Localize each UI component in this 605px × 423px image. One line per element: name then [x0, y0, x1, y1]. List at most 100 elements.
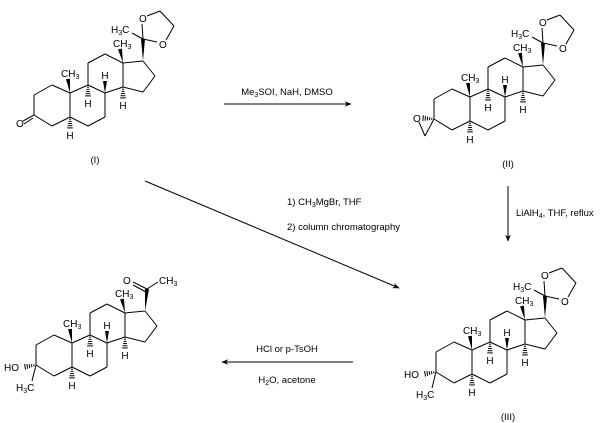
- h9-hash: [485, 90, 491, 101]
- h9-hash: [87, 336, 93, 347]
- ring-bond: [544, 332, 558, 350]
- c21-methyl-label: H3C: [511, 29, 529, 41]
- c13-methyl-wedge: [518, 52, 523, 67]
- h14-label: H: [121, 351, 128, 362]
- acetyl-co-bond: [132, 281, 148, 290]
- h14-hash: [120, 88, 126, 99]
- ketal-bond: [541, 27, 544, 44]
- hydroxyl-label: HO: [4, 363, 19, 374]
- carbonyl-bond: [22, 114, 35, 122]
- c21-methyl-label: H3C: [111, 25, 129, 37]
- oh-hash: [24, 363, 35, 370]
- c10-methyl-label: CH3: [461, 73, 479, 85]
- conditions-I-to-II: Me3SOI, NaH, DMSO: [241, 87, 333, 99]
- ring-bond: [524, 343, 546, 350]
- conditions-I-to-III-step2: 2) column chromatography: [287, 222, 400, 233]
- c10-methyl-label: CH3: [63, 319, 81, 331]
- ring-bond: [124, 336, 146, 343]
- ring-bond: [504, 90, 524, 98]
- ring-bond: [106, 336, 126, 344]
- c13-methyl-label: CH3: [515, 296, 533, 308]
- ketal-bond: [542, 42, 558, 47]
- arrow-I-to-III: [144, 180, 400, 289]
- c17-acetyl-wedge: [145, 288, 149, 311]
- dioxolane-bond: [546, 14, 561, 21]
- ring-bond: [435, 371, 455, 384]
- c13-methyl-wedge: [120, 298, 125, 313]
- ring-bond: [435, 341, 455, 353]
- ring-bond: [53, 366, 73, 377]
- ring-bond: [471, 341, 491, 351]
- ring-bond: [453, 373, 473, 384]
- ring-bond: [124, 310, 146, 314]
- c13-methyl-wedge: [118, 48, 123, 63]
- ring-bond: [122, 86, 144, 93]
- hash-stroke: [428, 371, 431, 376]
- ring-bond: [122, 60, 144, 64]
- ketone-o-label: O: [16, 119, 24, 130]
- h8-label: H: [501, 75, 508, 86]
- acetyl-methyl-bond: [146, 281, 159, 290]
- hash-stroke: [424, 370, 427, 377]
- ring-bond: [104, 86, 124, 94]
- h5-hash: [69, 368, 75, 379]
- c10-methyl-wedge: [66, 78, 70, 93]
- h14-hash: [520, 92, 526, 103]
- dioxolane-bond: [565, 29, 575, 45]
- c13-methyl-label: CH3: [115, 289, 133, 301]
- c21-methyl-bond: [533, 289, 546, 297]
- h5-hash: [467, 122, 473, 133]
- ring-bond: [504, 57, 524, 68]
- dioxolane-bond: [159, 10, 175, 27]
- c10-methyl-wedge: [468, 335, 472, 350]
- compound-label-I: (I): [91, 155, 100, 166]
- h5-label: H: [468, 388, 475, 399]
- ketal-bond: [544, 295, 560, 300]
- c10-methyl-wedge: [466, 82, 470, 97]
- ring-bond: [71, 366, 91, 377]
- ring-bond: [451, 88, 471, 98]
- ketal-bond: [141, 23, 144, 40]
- c13-methyl-label: CH3: [113, 39, 131, 51]
- ring-bond: [53, 334, 73, 344]
- ring-bond: [89, 303, 108, 314]
- acetyl-methyl-label: CH3: [159, 276, 177, 288]
- h5-label: H: [66, 131, 73, 142]
- ring-bond: [506, 343, 526, 351]
- ring-bond: [469, 88, 489, 98]
- ring-bond: [51, 116, 71, 127]
- h14-label: H: [519, 105, 526, 116]
- ring-bond: [106, 303, 126, 314]
- ring-bond: [142, 60, 156, 77]
- h14-label: H: [119, 101, 126, 112]
- ring-bond: [542, 79, 556, 97]
- c17-side-chain-wedge: [141, 39, 145, 61]
- h9-label: H: [486, 356, 493, 367]
- c17-side-chain-wedge: [543, 296, 547, 318]
- carbonyl-bond-2: [23, 117, 34, 125]
- dioxolane-o2-label: O: [159, 40, 167, 51]
- ring-bond: [51, 84, 71, 94]
- dioxolane-bond: [567, 282, 577, 298]
- ring-bond: [87, 84, 106, 94]
- c21-methyl-label: H3C: [513, 282, 531, 294]
- c3-methyl-label: H3C: [16, 383, 34, 395]
- c17-side-chain-wedge: [541, 43, 545, 65]
- epoxide-bond: [424, 118, 435, 137]
- h8-wedge: [105, 331, 109, 343]
- c3-methyl-bond: [31, 364, 37, 382]
- h9-hash: [487, 343, 493, 354]
- ring-bond: [487, 120, 506, 131]
- h14-hash: [522, 345, 528, 356]
- c13-methyl-label: CH3: [513, 43, 531, 55]
- ring-bond: [487, 88, 506, 98]
- dioxolane-bond: [548, 267, 563, 274]
- dioxolane-bond: [146, 10, 161, 17]
- ketal-bond: [543, 280, 546, 297]
- h9-label: H: [86, 349, 93, 360]
- dioxolane-o2-label: O: [559, 44, 567, 55]
- h14-hash: [122, 338, 128, 349]
